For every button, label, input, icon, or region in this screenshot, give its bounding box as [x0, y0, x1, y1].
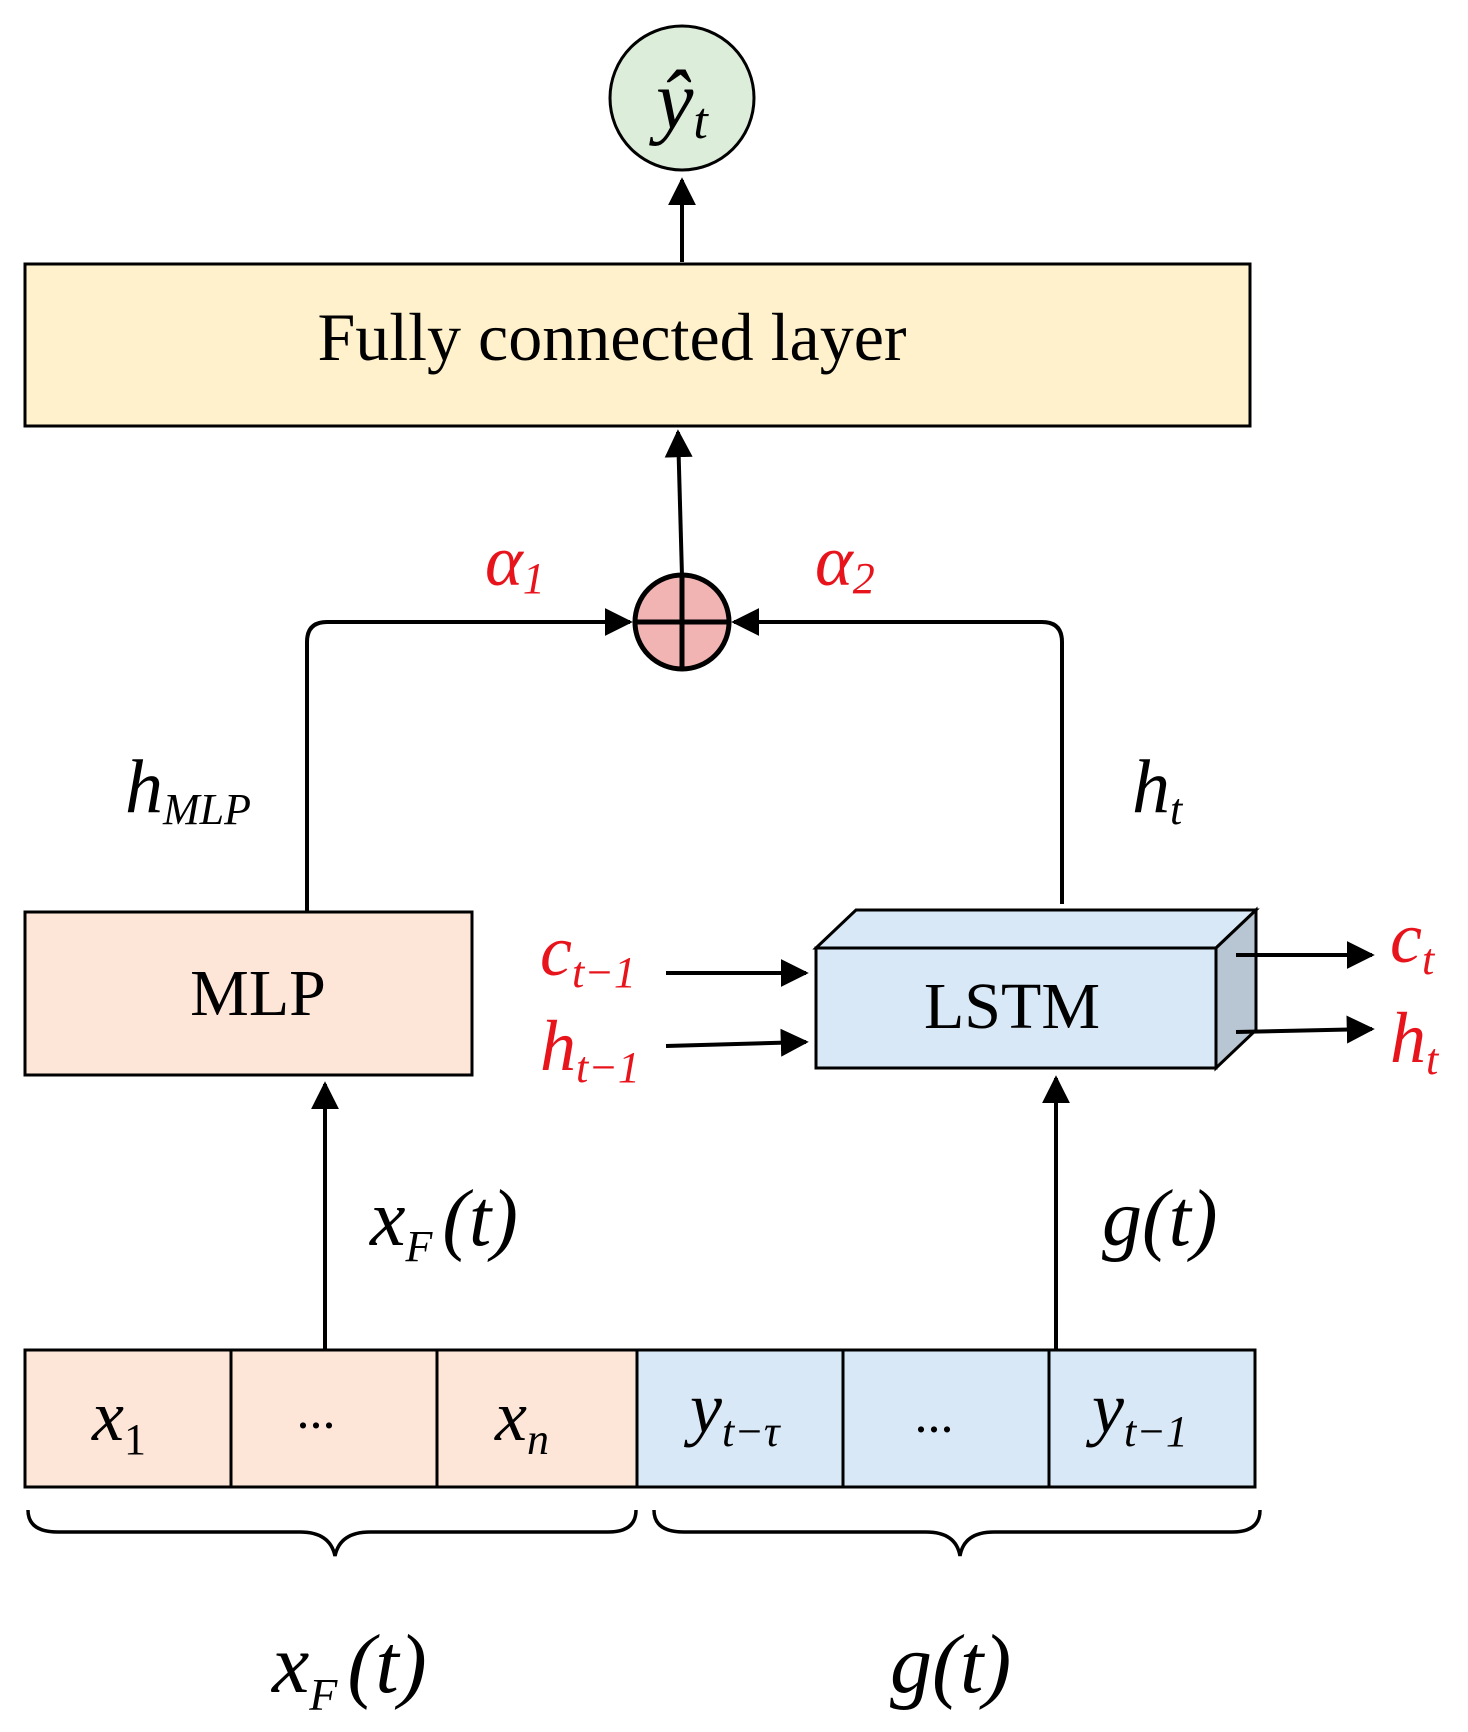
h-prev-label: ht−1 — [540, 1006, 640, 1092]
fully-connected-layer: Fully connected layer — [23, 262, 1252, 428]
left-brace-label: xF(t) — [270, 1618, 427, 1720]
right-brace-label: g(t) — [890, 1618, 1011, 1711]
output-node: ŷt — [608, 24, 756, 172]
cell-feature-ellipsis-label: ... — [297, 1383, 336, 1440]
mlp-block: MLP — [23, 910, 474, 1077]
input-cell-feature-ellipsis — [229, 1348, 439, 1489]
fc-layer-label: Fully connected layer — [317, 299, 906, 375]
alpha1-label: α1 — [485, 521, 545, 603]
h-t-label: ht — [1132, 745, 1184, 834]
cell-xn-label: xn — [494, 1376, 549, 1464]
sum-to-fc-arrow — [664, 429, 693, 577]
g-arrow-label: g(t) — [1102, 1175, 1218, 1263]
mlp-box — [23, 910, 474, 1077]
mlp-label: MLP — [190, 957, 326, 1030]
output-symbol: ŷ — [648, 54, 694, 147]
sum-node — [632, 572, 732, 672]
h-out-label: ht — [1390, 998, 1440, 1084]
left-brace — [26, 1509, 638, 1557]
lstm-block: LSTM — [812, 906, 1260, 1072]
lstm-to-sum-arrow — [731, 608, 1064, 904]
lstm-top-face — [812, 908, 1260, 950]
h-mlp-label: hMLP — [125, 745, 251, 834]
c-out-label: ct — [1390, 898, 1436, 984]
xf-arrow-label: xF(t) — [369, 1175, 518, 1271]
cell-y-t-1-label: yt−1 — [1085, 1368, 1188, 1456]
input-cell-y-t-tau — [635, 1348, 845, 1489]
input-cell-y-t-1 — [1047, 1348, 1257, 1489]
cell-x1-label: x1 — [91, 1376, 146, 1464]
h-prev-arrow — [665, 1028, 809, 1057]
fc-layer-box — [23, 262, 1252, 428]
lstm-front-face — [814, 946, 1218, 1070]
c-prev-label: ct−1 — [540, 911, 636, 997]
cell-y-t-tau-label: yt−τ — [683, 1368, 782, 1456]
output-subscript: t — [693, 93, 709, 150]
h-out-arrow — [1235, 1015, 1375, 1044]
lstm-label: LSTM — [924, 970, 1100, 1043]
alpha2-label: α2 — [815, 521, 875, 603]
svg-text:ŷt: ŷt — [648, 54, 709, 150]
input-vector: x1 ... xn yt−τ ... yt−1 — [23, 1348, 1257, 1489]
mlp-to-sum-arrow — [305, 608, 633, 912]
cell-lag-ellipsis-label: ... — [915, 1387, 954, 1444]
output-circle — [608, 24, 756, 172]
input-cell-xn — [435, 1348, 639, 1489]
right-brace — [652, 1509, 1262, 1557]
input-cell-lag-ellipsis — [841, 1348, 1051, 1489]
